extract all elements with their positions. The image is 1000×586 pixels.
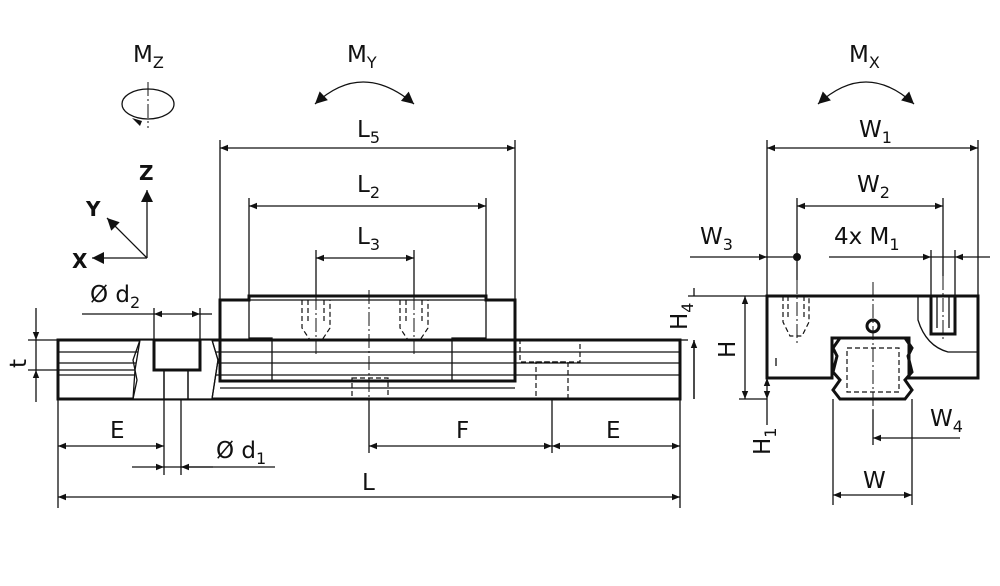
svg-text:MY: MY (347, 42, 377, 72)
svg-text:MX: MX (849, 42, 880, 72)
moment-mz-symbol: MZ (121, 42, 175, 128)
dim-h: H (715, 341, 741, 358)
moment-my-symbol: MY (314, 42, 415, 105)
side-view-dimensions: L5 L2 L3 Ø d2 t E Ø d1 (6, 117, 681, 508)
dim-l: L (362, 470, 375, 496)
dim-l5: L5 (357, 117, 380, 147)
front-view-dimensions: W1 W2 W3 4x M1 H4 H H1 (667, 117, 990, 505)
axis-z-label: Z (139, 161, 154, 185)
dim-t: t (6, 359, 32, 368)
dim-f: F (456, 418, 469, 444)
dim-w1: W1 (859, 117, 892, 147)
dim-l3: L3 (357, 224, 380, 254)
dim-w: W (863, 468, 886, 494)
dim-d2: Ø d2 (90, 282, 140, 312)
dim-d1: Ø d1 (216, 438, 266, 468)
dim-w2: W2 (857, 172, 890, 202)
front-view (765, 276, 980, 410)
mz-label: M (133, 42, 153, 68)
svg-text:MZ: MZ (133, 42, 164, 72)
dim-l2: L2 (357, 172, 380, 202)
side-view (56, 290, 682, 401)
moment-mx-symbol: MX (817, 42, 915, 105)
axis-y-label: Y (85, 197, 101, 221)
axis-x-label: X (72, 249, 88, 273)
dim-w3: W3 (700, 224, 733, 254)
mz-sub: Z (153, 53, 164, 72)
dim-h1: H1 (750, 428, 780, 455)
dim-e-left: E (110, 418, 125, 444)
dim-h4: H4 (667, 303, 697, 330)
dim-w4: W4 (930, 406, 963, 436)
dim-4x-m1: 4x M1 (834, 224, 900, 254)
axis-triad: Z Y X (72, 161, 154, 273)
dim-e-right: E (606, 418, 621, 444)
